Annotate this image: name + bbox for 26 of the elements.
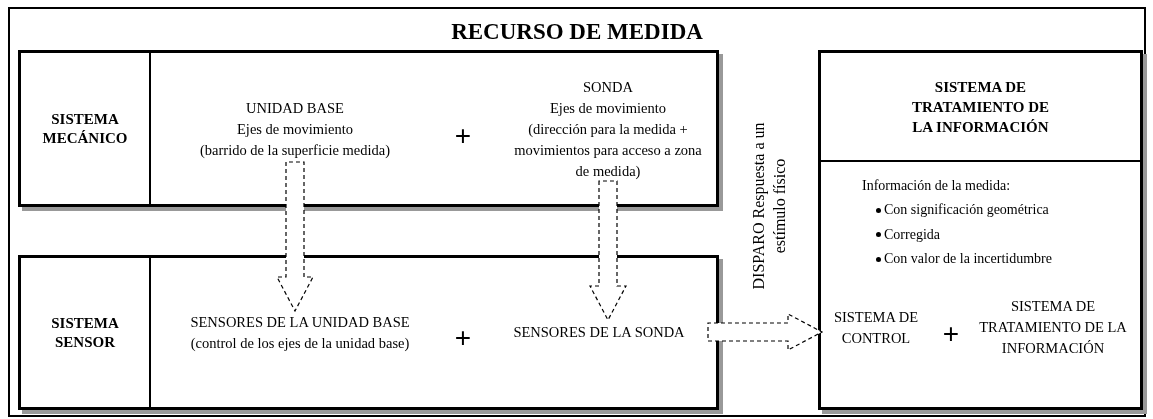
block-arrow — [707, 313, 824, 351]
bullet-item: Con valor de la incertidumbre — [884, 250, 1052, 268]
block-arrow — [276, 161, 314, 313]
component-title: SISTEMA DE TRATAMIENTO DE LA INFORMACIÓN — [978, 296, 1128, 358]
component-title: SISTEMA DE CONTROL — [832, 308, 920, 348]
component-description: Ejes de movimiento — [237, 119, 353, 139]
plus-sign: + — [453, 324, 473, 352]
frame-box — [8, 7, 1146, 417]
info-heading: Información de la medida: — [862, 177, 1011, 195]
component-description: (dirección para la medida + movimientos para acceso a zona de medida) — [513, 119, 703, 181]
bullet-item: Corregida — [884, 225, 940, 244]
panel-title: SISTEMA DE TRATAMIENTO DE LA INFORMACIÓN — [910, 77, 1051, 137]
block-arrow — [589, 180, 627, 322]
plus-sign: + — [453, 122, 473, 150]
component-description: (barrido de la superficie medida) — [200, 140, 390, 160]
component-description: (control de los ejes de la unidad base) — [190, 334, 410, 353]
component-title: SONDA — [583, 77, 633, 97]
component-description: Ejes de movimiento — [550, 98, 666, 118]
component-title: UNIDAD BASE — [246, 98, 344, 118]
row-label: SISTEMA SENSOR — [50, 313, 120, 352]
component-title: SENSORES DE LA SONDA — [513, 322, 685, 342]
component-title: SENSORES DE LA UNIDAD BASE — [190, 313, 410, 332]
row-label: SISTEMA MECÁNICO — [41, 109, 129, 148]
panel-title: RECURSO DE MEDIDA — [451, 19, 703, 45]
bullet-item: Con significación geométrica — [884, 201, 1049, 219]
plus-sign: + — [941, 320, 961, 348]
